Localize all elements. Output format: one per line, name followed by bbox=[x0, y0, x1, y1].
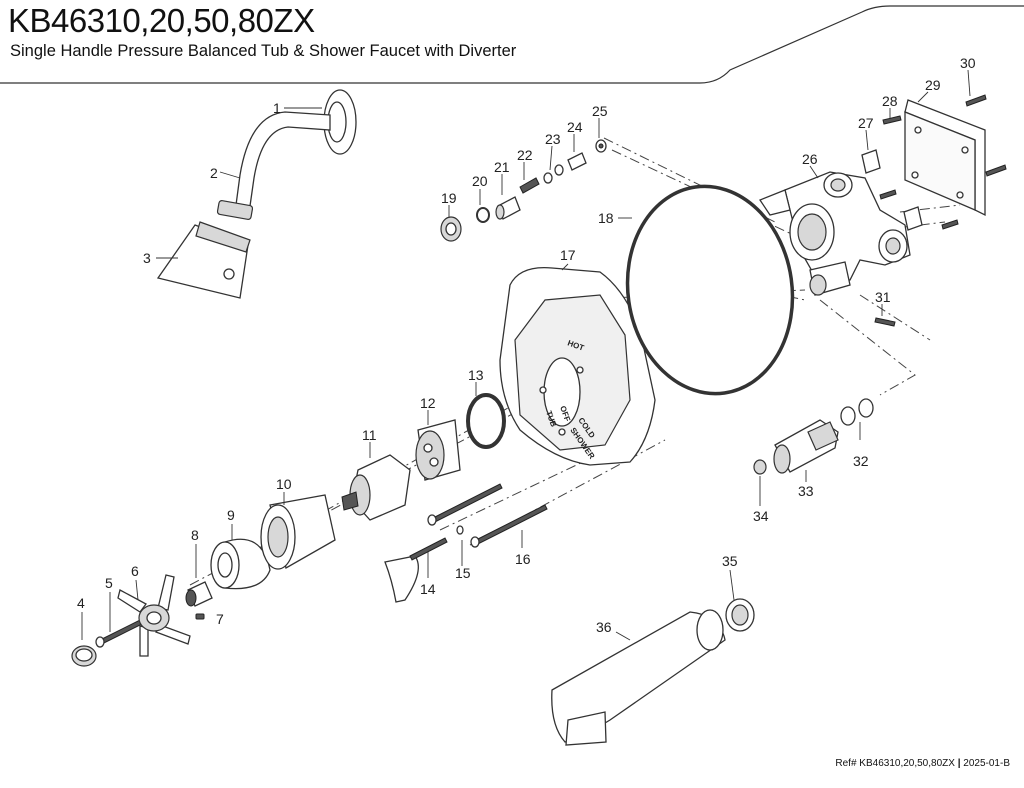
part-stop-washers bbox=[840, 398, 874, 426]
callout-30: 30 bbox=[960, 55, 976, 71]
part-gasket bbox=[625, 184, 795, 396]
callout-17: 17 bbox=[560, 247, 576, 263]
callout-10: 10 bbox=[276, 476, 292, 492]
callout-29: 29 bbox=[925, 77, 941, 93]
part-sleeve bbox=[260, 494, 336, 570]
reference-footer: Ref# KB46310,20,50,80ZX | 2025-01-B bbox=[835, 758, 1010, 769]
callout-8: 8 bbox=[191, 527, 199, 543]
alignment-line-right bbox=[819, 294, 931, 396]
part-adapter bbox=[185, 581, 213, 607]
part-shower-flange bbox=[323, 89, 357, 155]
callout-numbers: 1 2 3 4 5 6 7 8 9 10 11 12 13 14 15 16 1… bbox=[77, 55, 976, 635]
callout-20: 20 bbox=[472, 173, 488, 189]
part-showerhead bbox=[156, 200, 254, 299]
callout-15: 15 bbox=[455, 565, 471, 581]
part-seat bbox=[595, 139, 607, 153]
callout-1: 1 bbox=[273, 100, 281, 116]
callout-25: 25 bbox=[592, 103, 608, 119]
part-o-ring-small bbox=[476, 207, 490, 223]
callout-12: 12 bbox=[420, 395, 436, 411]
callout-33: 33 bbox=[798, 483, 814, 499]
part-set-screw bbox=[195, 613, 205, 620]
callout-27: 27 bbox=[858, 115, 874, 131]
leader-lines bbox=[81, 69, 971, 641]
part-diverter-lever bbox=[384, 537, 448, 603]
reference-date: 2025-01-B bbox=[963, 758, 1010, 769]
callout-23: 23 bbox=[545, 131, 561, 147]
reference-separator: | bbox=[957, 758, 961, 769]
callout-26: 26 bbox=[802, 151, 818, 167]
part-cap bbox=[71, 645, 97, 667]
part-shower-arm bbox=[235, 111, 331, 207]
callout-2: 2 bbox=[210, 165, 218, 181]
diagram-title: KB46310,20,50,80ZX bbox=[8, 2, 315, 39]
callout-13: 13 bbox=[468, 367, 484, 383]
callout-7: 7 bbox=[216, 611, 224, 627]
part-spacer-sleeve bbox=[861, 149, 923, 231]
callout-36: 36 bbox=[596, 619, 612, 635]
callout-3: 3 bbox=[143, 250, 151, 266]
part-escutcheon-cap bbox=[210, 538, 271, 590]
part-mounting-bracket bbox=[904, 99, 986, 217]
part-spring bbox=[519, 177, 540, 194]
part-bushing bbox=[567, 152, 587, 171]
callout-19: 19 bbox=[441, 190, 457, 206]
callout-16: 16 bbox=[515, 551, 531, 567]
part-handle-screw bbox=[95, 619, 143, 648]
part-bracket-screw bbox=[965, 94, 1007, 177]
part-stop-nut bbox=[753, 459, 767, 475]
part-cartridge-housing bbox=[415, 419, 461, 481]
part-escutcheon-plate: HOT OFF TUB COLD SHOWER bbox=[499, 266, 656, 466]
part-o-ring-seal bbox=[466, 393, 506, 449]
part-stop-cartridge bbox=[773, 419, 839, 474]
callout-31: 31 bbox=[875, 289, 891, 305]
part-washer-small bbox=[543, 164, 564, 184]
callout-34: 34 bbox=[753, 508, 769, 524]
callout-24: 24 bbox=[567, 119, 583, 135]
callout-11: 11 bbox=[362, 427, 377, 443]
part-washer bbox=[456, 525, 464, 535]
reference-number: Ref# KB46310,20,50,80ZX bbox=[835, 758, 955, 769]
callout-5: 5 bbox=[105, 575, 113, 591]
part-bonnet-nut bbox=[440, 216, 462, 242]
callout-28: 28 bbox=[882, 93, 898, 109]
callout-32: 32 bbox=[853, 453, 869, 469]
part-long-screw-upper bbox=[427, 483, 503, 526]
diagram-frame bbox=[0, 5, 1024, 84]
callout-4: 4 bbox=[77, 595, 85, 611]
diagram-subtitle: Single Handle Pressure Balanced Tub & Sh… bbox=[10, 42, 517, 60]
callout-9: 9 bbox=[227, 507, 235, 523]
callout-18: 18 bbox=[598, 210, 614, 226]
part-tub-spout bbox=[551, 609, 726, 746]
part-pressure-balance-cartridge bbox=[341, 454, 411, 521]
part-valve-screw bbox=[874, 317, 896, 327]
part-diverter-stem bbox=[495, 196, 521, 220]
part-valve-body bbox=[759, 171, 911, 296]
callout-35: 35 bbox=[722, 553, 738, 569]
part-long-screw-lower bbox=[470, 504, 548, 548]
part-cross-handle bbox=[117, 574, 191, 657]
callout-6: 6 bbox=[131, 563, 139, 579]
callout-22: 22 bbox=[517, 147, 533, 163]
part-spout-adapter bbox=[725, 598, 755, 632]
callout-21: 21 bbox=[494, 159, 510, 175]
callout-14: 14 bbox=[420, 581, 436, 597]
